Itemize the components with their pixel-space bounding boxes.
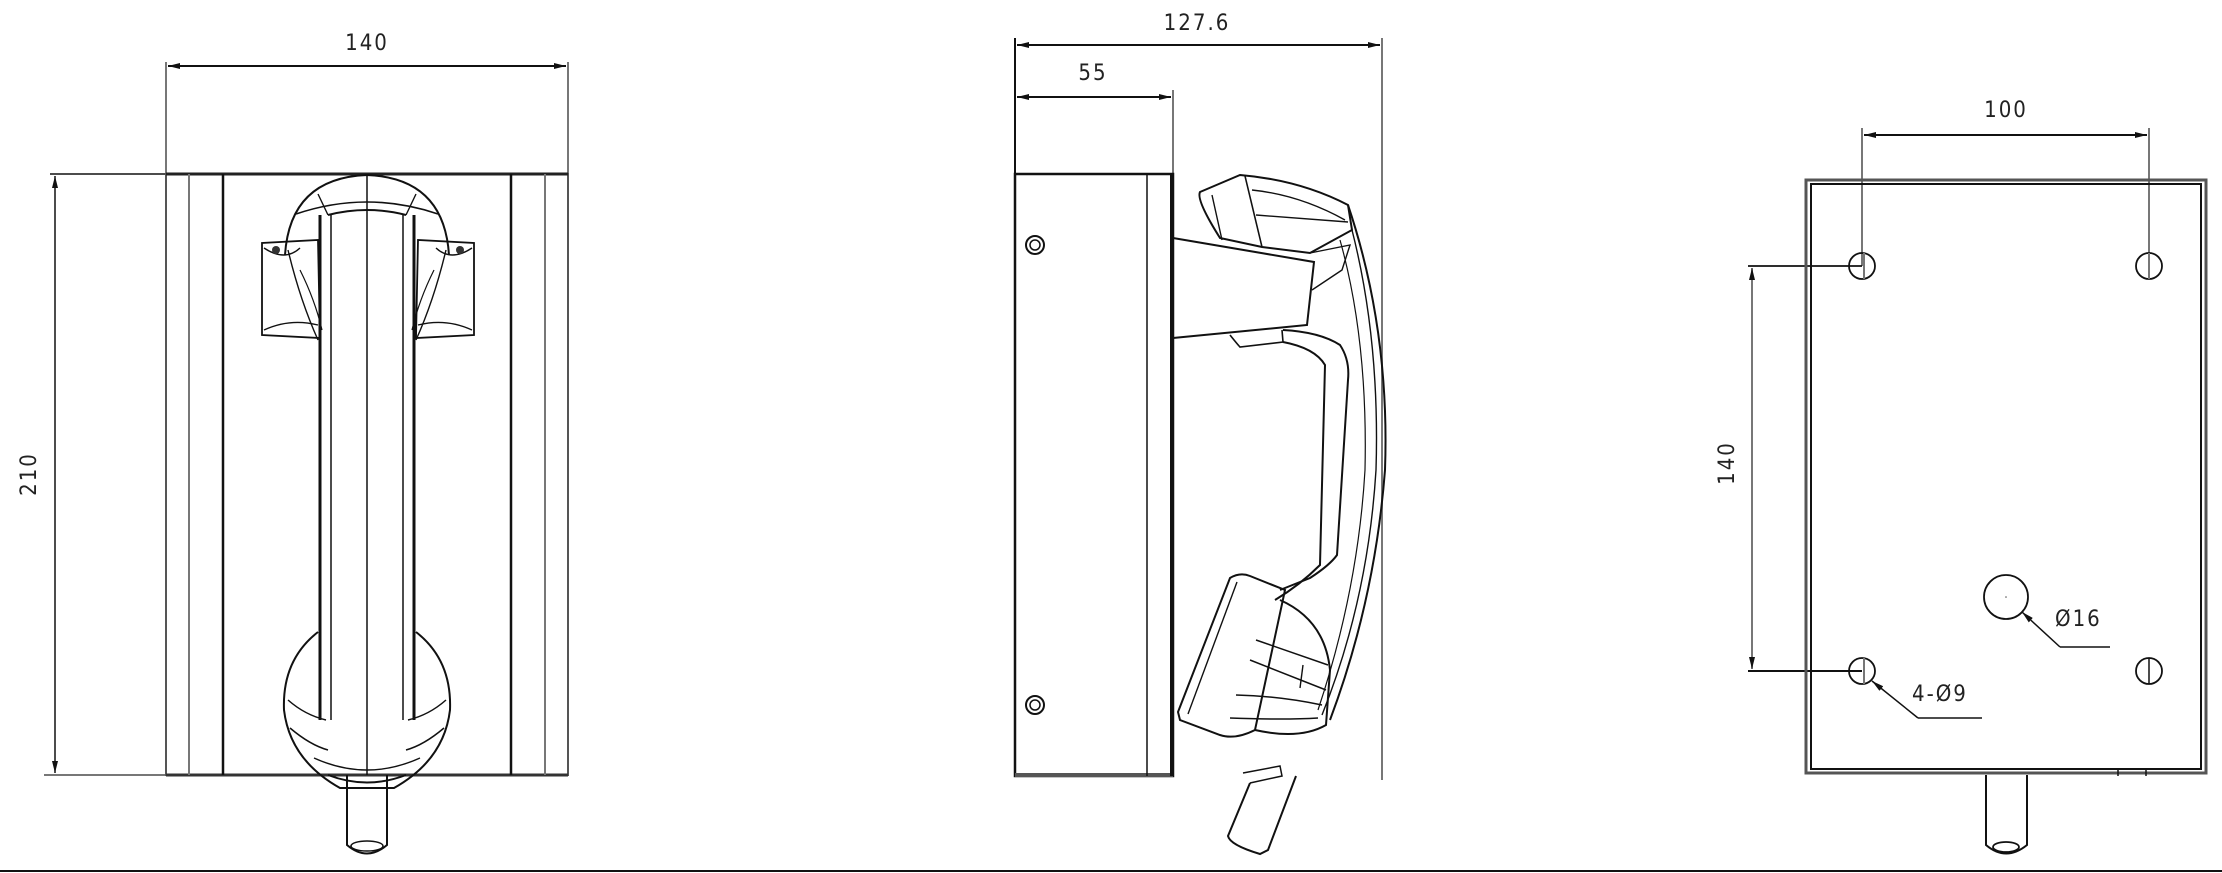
front-height-label: 210	[17, 452, 42, 496]
back-view: 100 140	[1715, 98, 2208, 855]
mounting-hole-icon	[1848, 657, 1876, 685]
back-horizontal-hole-dimension: 100	[1861, 98, 2150, 266]
screw-icon	[1025, 695, 1045, 715]
side-housing-dimension: 55	[1017, 61, 1174, 173]
side-depth-dimension: 127.6	[1014, 11, 1383, 780]
mounting-hole-icon	[2135, 657, 2163, 685]
front-width-label: 140	[345, 31, 389, 56]
front-hook-cradle-right	[415, 239, 475, 339]
mounting-hole-icon	[2135, 252, 2163, 280]
side-housing	[1013, 172, 1175, 778]
back-hole-spacing-h-label: 100	[1984, 98, 2028, 123]
front-housing	[165, 172, 569, 777]
front-height-dimension: 210	[17, 173, 166, 776]
cable-hole-callout: Ø16	[2021, 607, 2110, 648]
cable-hole-label: Ø16	[2055, 607, 2102, 632]
back-hole-spacing-v-label: 140	[1715, 441, 1740, 485]
side-handset	[1176, 173, 1387, 738]
back-vertical-hole-dimension: 140	[1715, 265, 1862, 672]
front-handset	[282, 173, 452, 789]
mounting-holes-label: 4-Ø9	[1912, 682, 1968, 707]
cable-hole-icon	[1983, 574, 2029, 620]
back-cord-stub	[1985, 775, 2028, 855]
front-width-dimension: 140	[165, 31, 569, 174]
side-overall-depth-label: 127.6	[1164, 11, 1231, 36]
side-cord-stub	[1226, 765, 1297, 856]
back-plate	[1804, 178, 2208, 776]
mounting-hole-icon	[1848, 252, 1876, 280]
side-hook-bracket	[1172, 237, 1316, 339]
front-cord-stub	[346, 775, 388, 855]
front-view: 140 210	[17, 31, 569, 855]
side-view: 127.6 55	[1013, 11, 1387, 856]
mounting-holes-callout: 4-Ø9	[1871, 680, 1982, 719]
screw-icon	[1025, 235, 1045, 255]
side-housing-depth-label: 55	[1078, 61, 1107, 86]
